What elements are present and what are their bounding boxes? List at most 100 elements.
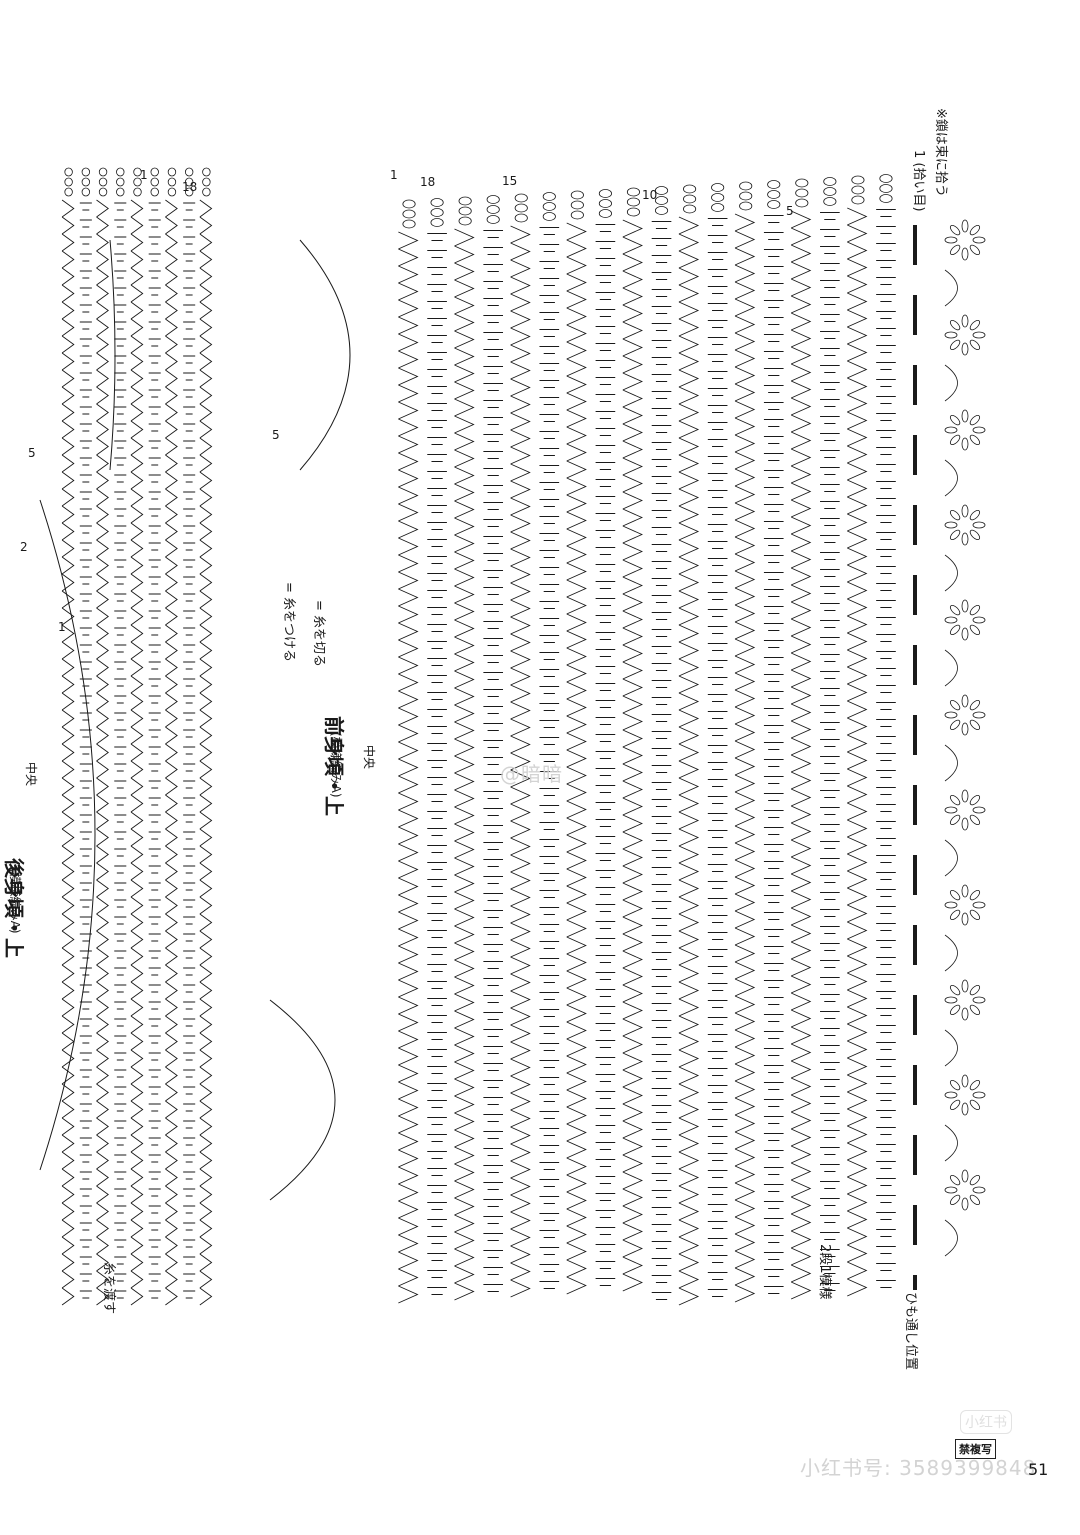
chain-stitch: [654, 186, 669, 195]
center-watermark: @暗暗: [500, 762, 563, 786]
chain-stitch: [542, 212, 556, 221]
chain-stitch: [879, 194, 893, 203]
stitch-column: [61, 199, 75, 1306]
petal: [972, 236, 986, 244]
chain-arc: [944, 839, 958, 877]
petal: [969, 224, 981, 236]
shaping-arc: [269, 999, 336, 1201]
stitch-column: [707, 218, 728, 1297]
stitch-column: [734, 213, 756, 1303]
chain-stitch: [654, 196, 669, 205]
petal: [944, 426, 958, 434]
front-row-number-10: 10: [642, 188, 658, 202]
chain-stitch: [823, 177, 837, 186]
petal: [969, 509, 981, 521]
petal: [969, 719, 981, 731]
petal: [961, 979, 969, 993]
petal: [969, 814, 981, 826]
chain-stitch: [184, 167, 194, 177]
chain-arc: [944, 934, 958, 972]
back-row-number-1: 1: [140, 168, 148, 182]
petal: [972, 901, 986, 909]
petal: [949, 1194, 961, 1206]
chain-stitch: [81, 167, 91, 177]
back-row-number-2: 2: [20, 540, 28, 554]
chain-stitch: [851, 195, 865, 205]
petal: [969, 699, 981, 711]
cord-position-note: ひも通し位置: [903, 1292, 918, 1371]
chain-stitch: [683, 194, 697, 204]
petal: [969, 909, 981, 921]
petal: [972, 426, 986, 434]
chain-arc: [944, 269, 958, 307]
chain-stitch: [626, 197, 641, 207]
back-panel-attach-note: 糸を渡す: [101, 1262, 116, 1315]
chain-stitch: [654, 206, 669, 215]
petal: [949, 1174, 961, 1186]
stitch-column: [165, 199, 178, 1306]
chain-stitch: [795, 198, 809, 208]
petal: [949, 624, 961, 636]
chain-stitch: [184, 187, 194, 197]
petal: [969, 1099, 981, 1111]
chain-stitch: [851, 175, 865, 185]
stitch-column: [820, 212, 840, 1291]
chain-stitch: [486, 205, 500, 214]
chain-stitch: [150, 167, 159, 177]
front-row-number-5b: 5: [272, 428, 280, 442]
chain-stitch: [739, 201, 753, 211]
chain-arc: [944, 364, 958, 402]
chain-stitch: [486, 215, 500, 224]
petal: [972, 331, 986, 339]
chain-stitch: [879, 174, 893, 183]
chain-stitch: [823, 197, 837, 206]
chain-stitch: [514, 213, 528, 223]
chain-stitch: [133, 167, 142, 177]
chain-stitch: [402, 219, 416, 229]
stitch-column: [454, 228, 475, 1301]
chain-stitch: [98, 167, 108, 177]
petal: [969, 889, 981, 901]
chain-stitch: [167, 167, 177, 177]
page-number: 51: [1028, 1460, 1049, 1479]
petal: [949, 984, 961, 996]
petal: [961, 247, 969, 261]
shaping-arc: [39, 499, 96, 1171]
petal: [961, 912, 969, 926]
chain-stitch: [133, 177, 142, 187]
flower-motif: [944, 409, 986, 451]
petal: [961, 694, 969, 708]
chain-stitch: [150, 177, 159, 187]
stitch-column: [199, 199, 213, 1306]
petal: [969, 1004, 981, 1016]
petal: [944, 806, 958, 814]
petal: [944, 236, 958, 244]
chain-stitch: [458, 206, 472, 216]
chain-stitch: [795, 188, 809, 198]
petal: [949, 794, 961, 806]
chain-stitch: [823, 187, 837, 196]
petal: [961, 504, 969, 518]
front-panel-center-label: 中央: [362, 745, 376, 770]
flower-motif: [944, 1169, 986, 1211]
chain-stitch: [184, 177, 194, 187]
petal: [944, 1091, 958, 1099]
front-row-number-1: 1: [390, 168, 398, 182]
petal: [961, 884, 969, 898]
chain-stitch: [64, 167, 73, 177]
petal: [949, 434, 961, 446]
chain-stitch: [570, 200, 584, 210]
stitch-column: [678, 216, 700, 1306]
stitch-column: [595, 224, 616, 1286]
flower-motif: [944, 694, 986, 736]
chain-stitch: [739, 191, 753, 201]
chain-arc: [944, 744, 958, 782]
flower-motif: [944, 1074, 986, 1116]
petal: [949, 319, 961, 331]
chain-stitch: [81, 177, 91, 187]
petal: [961, 314, 969, 328]
petal: [969, 529, 981, 541]
petal: [949, 604, 961, 616]
chain-stitch: [598, 199, 612, 208]
petal: [961, 627, 969, 641]
